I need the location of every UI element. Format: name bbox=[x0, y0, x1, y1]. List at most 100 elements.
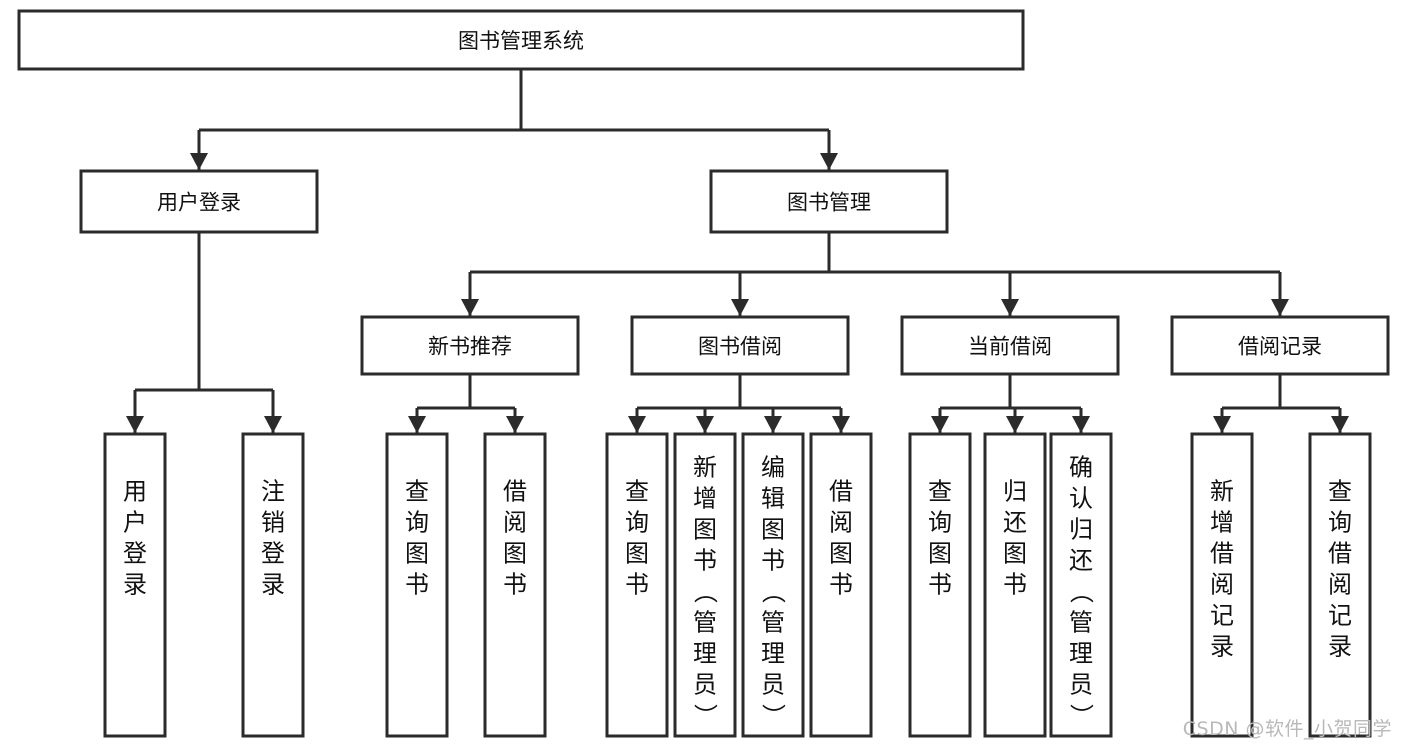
node-box[interactable] bbox=[908, 432, 972, 738]
node-box[interactable] bbox=[630, 315, 850, 376]
node-label-char: 管 bbox=[1069, 609, 1093, 637]
node-box[interactable] bbox=[673, 432, 737, 738]
node-label-char: 还 bbox=[1069, 547, 1093, 575]
node-label-char: 辑 bbox=[761, 485, 785, 513]
node-label-char: （ bbox=[1067, 580, 1095, 604]
node-label-char: 阅 bbox=[503, 509, 527, 537]
node-label-char: 理 bbox=[761, 640, 785, 668]
node-label-char: 员 bbox=[693, 671, 717, 699]
node-label: 图书管理系统 bbox=[458, 29, 584, 53]
node-book-management[interactable]: 图书管理 bbox=[709, 169, 949, 234]
node-label-char: 销 bbox=[261, 509, 285, 537]
node-box[interactable] bbox=[360, 315, 580, 376]
nodes-layer: 图书管理系统用户登录图书管理新书推荐图书借阅当前借阅借阅记录用户登录注销登录查询… bbox=[17, 9, 1390, 738]
node-box[interactable] bbox=[900, 315, 1120, 376]
node-label-char: 记 bbox=[1328, 602, 1352, 630]
node-user-login[interactable]: 用户登录 bbox=[79, 169, 319, 234]
node-label-char: 借 bbox=[1210, 540, 1234, 568]
node-label-char: 记 bbox=[1210, 602, 1234, 630]
node-label-char: 增 bbox=[693, 485, 717, 513]
node-label: 图书管理 bbox=[787, 191, 871, 215]
node-box[interactable] bbox=[17, 9, 1025, 71]
node-label-char: 借 bbox=[1328, 540, 1352, 568]
node-label-char: 增 bbox=[1210, 509, 1234, 537]
node-label-char: 阅 bbox=[829, 509, 853, 537]
arrow-head-icon bbox=[1213, 416, 1231, 433]
node-box[interactable] bbox=[1170, 315, 1390, 376]
arrow-head-icon bbox=[506, 416, 524, 433]
node-box[interactable] bbox=[1190, 432, 1254, 738]
node-label-char: 员 bbox=[1069, 671, 1093, 699]
arrow-head-icon bbox=[1271, 299, 1289, 316]
node-label-char: 户 bbox=[123, 509, 147, 537]
node-label-char: 询 bbox=[928, 509, 952, 537]
node-book-borrow[interactable]: 图书借阅 bbox=[630, 315, 850, 376]
node-leaf-user-login[interactable]: 用户登录 bbox=[103, 432, 167, 738]
node-label-char: 图 bbox=[503, 540, 527, 568]
node-label-char: 认 bbox=[1069, 485, 1093, 513]
node-box[interactable] bbox=[103, 432, 167, 738]
node-label: 当前借阅 bbox=[968, 335, 1052, 359]
node-root[interactable]: 图书管理系统 bbox=[17, 9, 1025, 71]
node-label-char: 书 bbox=[693, 547, 717, 575]
node-label-char: 图 bbox=[761, 516, 785, 544]
node-label-char: 录 bbox=[1328, 633, 1352, 661]
node-label-char: 录 bbox=[123, 571, 147, 599]
connectors-layer bbox=[126, 69, 1349, 433]
node-label-char: ） bbox=[1067, 704, 1095, 728]
node-box[interactable] bbox=[241, 432, 305, 738]
arrow-head-icon bbox=[408, 416, 426, 433]
arrow-head-icon bbox=[1072, 416, 1090, 433]
node-label-char: 书 bbox=[625, 571, 649, 599]
node-box[interactable] bbox=[79, 169, 319, 234]
node-new-book-recommend[interactable]: 新书推荐 bbox=[360, 315, 580, 376]
arrow-head-icon bbox=[1001, 299, 1019, 316]
node-label-char: 图 bbox=[1003, 540, 1027, 568]
node-label-char: 确 bbox=[1069, 454, 1093, 482]
node-box[interactable] bbox=[605, 432, 669, 738]
node-box[interactable] bbox=[1308, 432, 1372, 738]
node-label-char: 登 bbox=[123, 540, 147, 568]
node-box[interactable] bbox=[741, 432, 805, 738]
node-borrow-record[interactable]: 借阅记录 bbox=[1170, 315, 1390, 376]
node-label-char: 理 bbox=[1069, 640, 1093, 668]
node-box[interactable] bbox=[1049, 432, 1113, 738]
node-box[interactable] bbox=[483, 432, 547, 738]
node-box[interactable] bbox=[983, 432, 1047, 738]
node-label-char: 图 bbox=[928, 540, 952, 568]
node-label-char: 查 bbox=[405, 478, 429, 506]
node-label-char: 查 bbox=[625, 478, 649, 506]
node-label-char: 书 bbox=[829, 571, 853, 599]
node-box[interactable] bbox=[709, 169, 949, 234]
node-label-char: 借 bbox=[829, 478, 853, 506]
node-box[interactable] bbox=[809, 432, 873, 738]
node-label-char: 图 bbox=[693, 516, 717, 544]
arrow-head-icon bbox=[264, 416, 282, 433]
arrow-head-icon bbox=[628, 416, 646, 433]
node-label-char: 归 bbox=[1003, 478, 1027, 506]
arrow-head-icon bbox=[764, 416, 782, 433]
node-label-char: 借 bbox=[503, 478, 527, 506]
arrow-head-icon bbox=[190, 153, 208, 170]
node-box[interactable] bbox=[385, 432, 449, 738]
arrow-head-icon bbox=[1006, 416, 1024, 433]
node-label-char: 管 bbox=[761, 609, 785, 637]
node-label-char: （ bbox=[759, 580, 787, 604]
node-current-borrow[interactable]: 当前借阅 bbox=[900, 315, 1120, 376]
arrow-head-icon bbox=[461, 299, 479, 316]
node-label-char: 查 bbox=[1328, 478, 1352, 506]
node-label-char: 图 bbox=[405, 540, 429, 568]
